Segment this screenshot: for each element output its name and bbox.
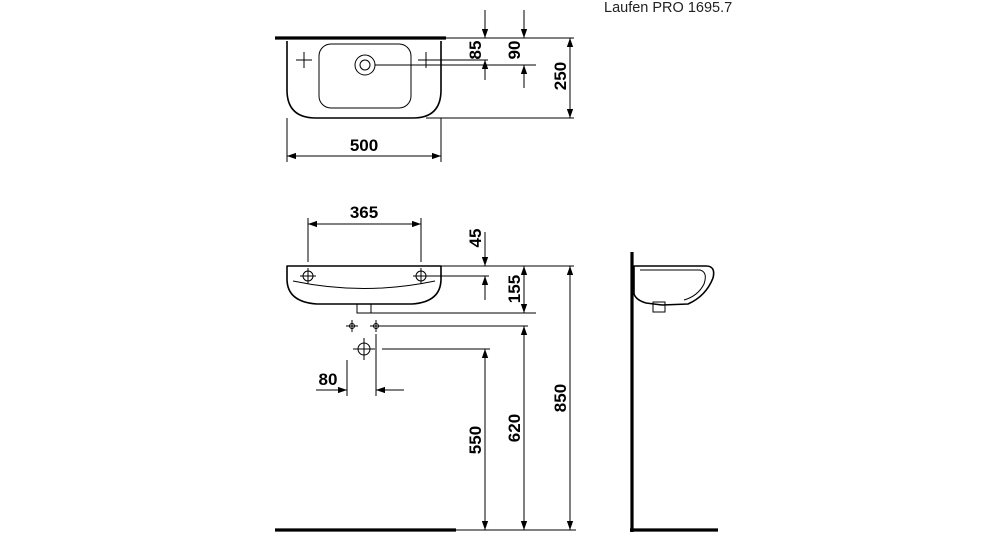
dim-80-label: 80 <box>319 370 338 389</box>
dim-550-label: 550 <box>466 426 485 454</box>
dim-250-label: 250 <box>551 62 570 90</box>
top-view: 85 90 250 500 <box>275 10 574 162</box>
top-view-tap-hole-inner <box>359 59 371 71</box>
dim-365-label: 365 <box>350 203 378 222</box>
side-view-bowl-line <box>640 269 706 301</box>
front-view-bowl-line <box>292 280 436 289</box>
side-view-waste-outlet <box>652 301 666 313</box>
top-view-bowl <box>318 43 412 109</box>
dim-155-label: 155 <box>505 275 524 303</box>
dim-90-label: 90 <box>505 41 524 60</box>
dim-850-label: 850 <box>551 384 570 412</box>
top-view-tap-hole-outer <box>354 54 376 76</box>
side-view-basin-outline <box>633 265 715 306</box>
dim-45-label: 45 <box>466 229 485 248</box>
front-view: 365 45 155 80 55 <box>275 203 576 532</box>
product-label: Laufen PRO 1695.7 <box>604 0 733 16</box>
side-view <box>630 252 718 532</box>
top-view-basin-outline <box>286 41 442 119</box>
front-view-waste-outlet <box>356 303 372 314</box>
front-view-basin-outline <box>286 265 442 305</box>
dim-500-label: 500 <box>350 136 378 155</box>
dim-620-label: 620 <box>505 414 524 442</box>
dim-85-label: 85 <box>466 41 485 60</box>
